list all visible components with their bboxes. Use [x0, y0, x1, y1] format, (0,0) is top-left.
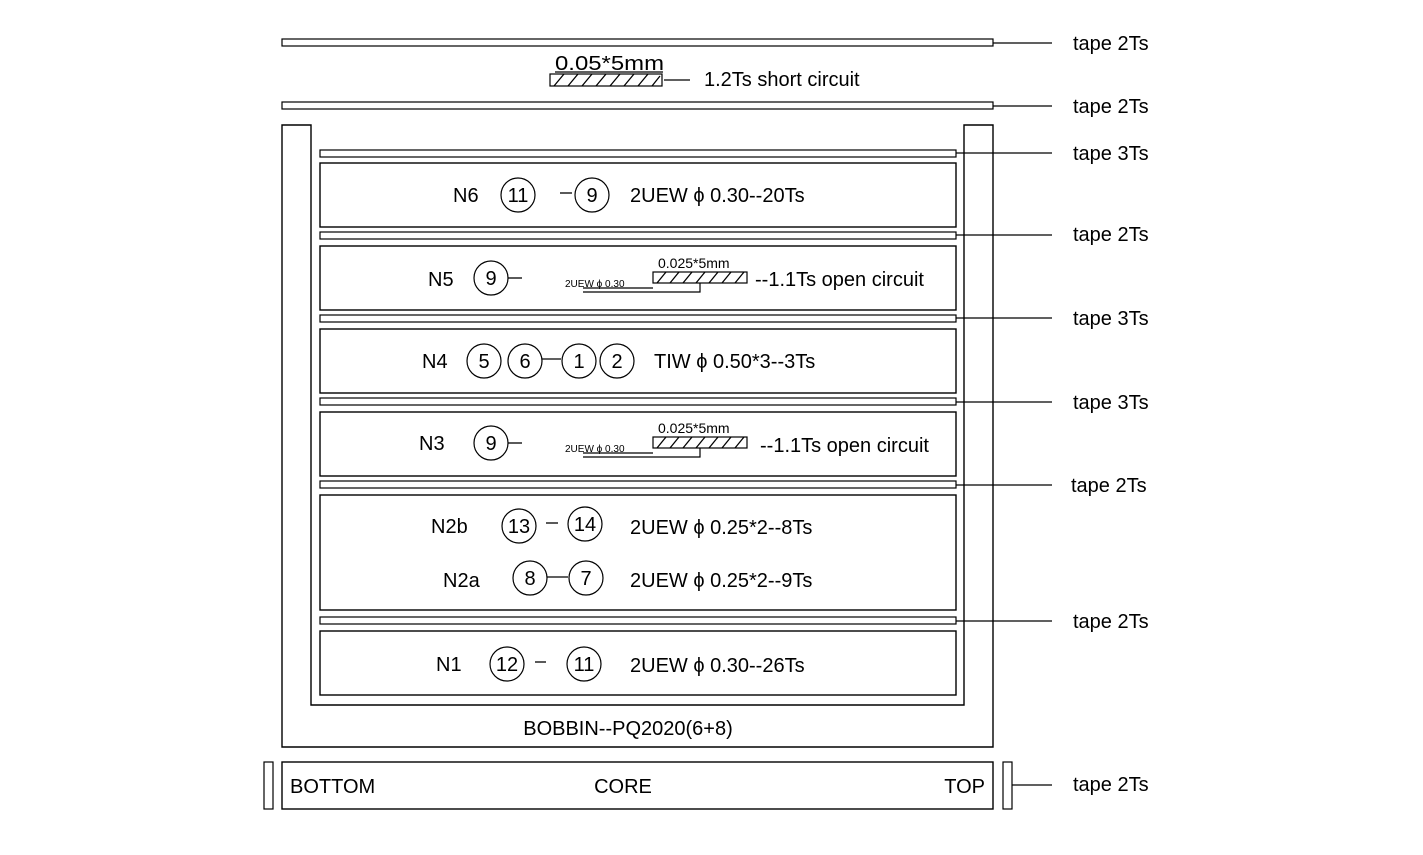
winding-spec-n1: 2UEW ϕ 0.30--26Ts [630, 655, 805, 677]
tape-label-9: tape 2Ts [1073, 774, 1149, 796]
core-side-tape-left [263, 761, 274, 810]
pin-circle [568, 560, 604, 596]
shield-description-n3: --1.1Ts open circuit [760, 435, 929, 457]
pin-number: 2 [611, 351, 622, 373]
short-strip-hatch [549, 73, 663, 87]
tape-label-5: tape 3Ts [1073, 308, 1149, 330]
shield-foil-hatch [652, 271, 748, 284]
winding-box-n4 [319, 328, 957, 394]
pin-number: 12 [496, 654, 518, 676]
shield-description-n5: --1.1Ts open circuit [755, 269, 924, 291]
core-side-tape-right [1002, 761, 1013, 810]
pin-number: 9 [586, 185, 597, 207]
pin-circle [567, 506, 603, 542]
pin-number: 9 [485, 268, 496, 290]
tape-label-2: tape 2Ts [1073, 96, 1149, 118]
pin-number: 1 [573, 351, 584, 373]
pin-number: 11 [574, 654, 595, 676]
winding-box-n5 [319, 245, 957, 311]
pin-circle [566, 646, 602, 682]
pin-circle [512, 560, 548, 596]
pin-number: 11 [508, 185, 529, 207]
short-strip-description: 1.2Ts short circuit [704, 69, 860, 91]
winding-name-n3: N3 [419, 433, 445, 455]
pin-number: 5 [478, 351, 489, 373]
tape-label-1: tape 2Ts [1073, 33, 1149, 55]
pin-circle [466, 343, 502, 379]
tape-strip-top-2 [281, 101, 994, 110]
pin-circle [507, 343, 543, 379]
winding-name-n4: N4 [422, 351, 448, 373]
shield-foil-hatch [652, 436, 748, 449]
pin-circle [599, 343, 635, 379]
pin-number: 7 [580, 568, 591, 590]
pin-number: 13 [508, 516, 530, 538]
winding-spec-n2a: 2UEW ϕ 0.25*2--9Ts [630, 570, 812, 592]
winding-box-n2 [319, 494, 957, 611]
pin-number: 9 [485, 433, 496, 455]
tape-strip-7 [319, 480, 957, 489]
core-label-core: CORE [594, 776, 652, 798]
tape-strip-3 [319, 149, 957, 158]
pin-circle [574, 177, 610, 213]
tape-strip-4 [319, 231, 957, 240]
winding-name-n5: N5 [428, 269, 454, 291]
short-strip-dimension: 0.05*5mm [555, 53, 664, 75]
pin-number: 6 [519, 351, 530, 373]
core-box [281, 761, 994, 810]
tape-strip-top-1 [281, 38, 994, 47]
shield-wire-n3: 2UEW ϕ 0.30 [565, 444, 625, 455]
bobbin-outline [281, 124, 994, 748]
winding-box-n3 [319, 411, 957, 477]
winding-spec-n4: TIW ϕ 0.50*3--3Ts [654, 351, 815, 373]
winding-name-n1: N1 [436, 654, 462, 676]
core-label-top: TOP [944, 776, 985, 798]
pin-number: 14 [574, 514, 596, 536]
pin-circle [561, 343, 597, 379]
tape-label-7: tape 2Ts [1071, 475, 1147, 497]
shield-foil-lead [583, 448, 701, 458]
tape-label-6: tape 3Ts [1073, 392, 1149, 414]
pin-circle [501, 508, 537, 544]
winding-spec-n2b: 2UEW ϕ 0.25*2--8Ts [630, 517, 812, 539]
winding-box-n6 [319, 162, 957, 228]
winding-name-n6: N6 [453, 185, 479, 207]
shield-dimension-n5: 0.025*5mm [658, 255, 730, 271]
winding-name-n2a: N2a [443, 570, 481, 592]
shield-wire-n5: 2UEW ϕ 0.30 [565, 279, 625, 290]
winding-name-n2b: N2b [431, 516, 468, 538]
tape-strip-6 [319, 397, 957, 406]
tape-strip-5 [319, 314, 957, 323]
winding-spec-n6: 2UEW ϕ 0.30--20Ts [630, 185, 805, 207]
core-label-bottom: BOTTOM [290, 776, 375, 798]
tape-label-8: tape 2Ts [1073, 611, 1149, 633]
shield-dimension-n3: 0.025*5mm [658, 420, 730, 436]
pin-number: 8 [524, 568, 535, 590]
tape-label-4: tape 2Ts [1073, 224, 1149, 246]
pin-circle [500, 177, 536, 213]
pin-circle [489, 646, 525, 682]
bobbin-label: BOBBIN--PQ2020(6+8) [523, 718, 733, 740]
tape-strip-8 [319, 616, 957, 625]
winding-box-n1 [319, 630, 957, 696]
tape-label-3: tape 3Ts [1073, 143, 1149, 165]
shield-foil-lead [583, 283, 701, 293]
